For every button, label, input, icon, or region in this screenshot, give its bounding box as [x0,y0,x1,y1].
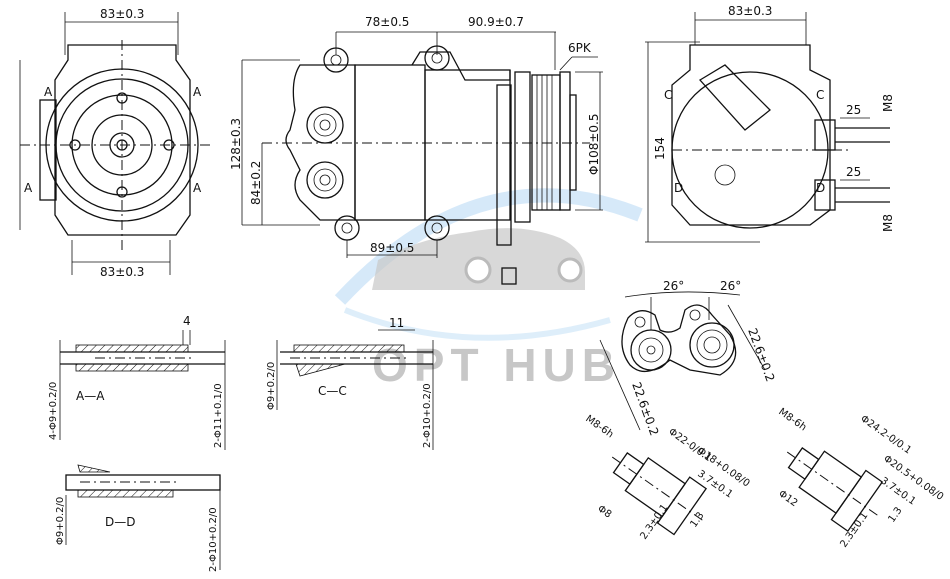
dia-outer: Φ24.2-0/0.1 [858,413,913,456]
port-dim: 22.6±0.2 [745,326,777,383]
cc-title: C—C [318,384,347,398]
port-detail-1: M8-6h Φ22-0/0.1 Φ18+0.08/0 3.7±0.1 Φ8 2.… [583,413,751,541]
front-dim-bottom: 83±0.3 [100,265,144,279]
aa-dim-right: 2-Φ11+0.1/0 [213,383,224,448]
angle-label: 26° [720,279,741,293]
bolt-dia: Φ8 [595,503,613,520]
cc-dim-width: 11 [389,316,404,330]
thread-label: M8-6h [583,413,615,440]
dim-mount-1: 78±0.5 [365,15,409,29]
watermark-text: OPT HUB [372,339,621,391]
section-mark-c: C [816,88,824,102]
section-c-c: 11 C—C Φ9+0.2/0 2-Φ10+0.2/0 [266,316,434,450]
aa-title: A—A [76,389,105,403]
dd-title: D—D [105,515,135,529]
step-dim: 2.3±0.1 [638,502,670,541]
section-a-a: 4 A—A 4-Φ9+0.2/0 2-Φ11+0.1/0 [48,314,226,450]
small-dim: 1.3 [886,505,904,524]
angle-label: 26° [663,279,684,293]
section-mark-a: A [44,85,53,99]
aa-dim-left: 4-Φ9+0.2/0 [48,382,59,440]
step-dim: 2.3±0.1 [838,510,870,549]
port-block: 26° 26° 22.6±0.2 22.6±0.2 [599,279,777,438]
section-mark-a: A [193,85,202,99]
rear-dim-port-2: 25 [846,165,861,179]
aa-dim-width: 4 [183,314,191,328]
dim-center: 84±0.2 [249,161,263,205]
front-view: 83±0.3 83±0.3 A A A A [19,7,210,279]
section-d-d: D—D Φ9+0.2/0 2-Φ10+0.2/0 [55,464,221,572]
section-mark-c: C [664,88,672,102]
bolt-dia: Φ12 [776,488,799,509]
thread-label: M8-6h [776,406,808,433]
watermark: OPT HUB [334,188,643,391]
rear-dim-top: 83±0.3 [728,4,772,18]
dim-pulley-diameter: Φ108±0.5 [587,114,601,176]
pulley-type-label: 6PK [568,41,592,55]
dim-mount-2: 90.9±0.7 [468,15,524,29]
dd-dim-left: Φ9+0.2/0 [55,497,66,545]
front-dim-top: 83±0.3 [100,7,144,21]
rear-view: 83±0.3 154 25 25 M8 M8 C C D D [645,4,895,243]
section-mark-a: A [193,181,202,195]
dd-dim-right: 2-Φ10+0.2/0 [208,507,219,572]
thread-label: M8 [881,214,895,232]
rear-dim-height: 154 [653,137,667,160]
section-mark-d: D [816,181,825,195]
port-dim: 22.6±0.2 [629,380,661,437]
dim-height: 128±0.3 [229,118,243,170]
section-mark-d: D [674,181,683,195]
rear-dim-port-1: 25 [846,103,861,117]
side-view: 78±0.5 90.9±0.7 6PK 128±0.3 84±0.2 89±0.… [229,15,603,285]
section-mark-a: A [24,181,33,195]
small-dim: 1.3 [688,510,706,529]
cc-dim-left: Φ9+0.2/0 [266,362,277,410]
cc-dim-right: 2-Φ10+0.2/0 [422,383,433,448]
dim-bottom: 89±0.5 [370,241,414,255]
thread-label: M8 [881,94,895,112]
port-detail-2: M8-6h Φ24.2-0/0.1 Φ20.5+0.08/0 3.7±0.1 Φ… [776,406,945,549]
